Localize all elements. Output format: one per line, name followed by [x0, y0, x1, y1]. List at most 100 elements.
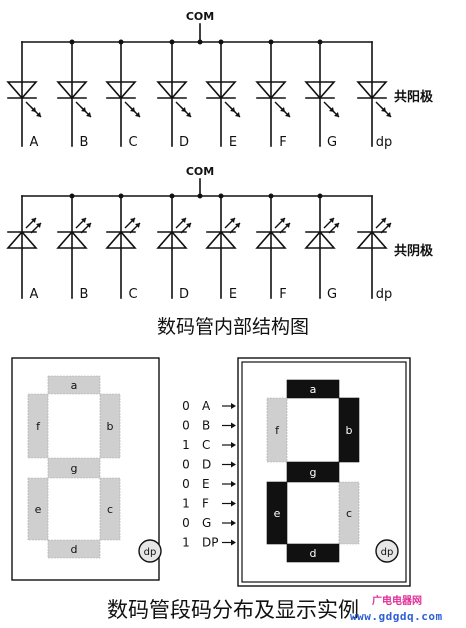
light-arrow-head	[285, 223, 290, 228]
code-arrow-head	[231, 442, 236, 448]
light-arrow-head	[31, 218, 36, 223]
code-arrow-head	[231, 403, 236, 409]
pin-label: G	[327, 287, 337, 302]
code-arrow-head	[231, 461, 236, 468]
segment-c	[338, 481, 360, 545]
code-arrow-head	[231, 520, 236, 526]
light-arrow-head	[181, 218, 186, 223]
segment-f	[27, 393, 49, 459]
circuit-type-label: 共阳极	[394, 89, 434, 105]
code-pin: G	[202, 516, 211, 530]
segment-b	[99, 393, 121, 459]
structure-caption: 数码管内部结构图	[156, 316, 309, 338]
pin-label: B	[80, 287, 89, 302]
dp-label: dp	[381, 547, 394, 558]
code-pin: F	[202, 497, 209, 511]
code-arrow-head	[231, 539, 236, 546]
segment-label-c: c	[346, 507, 352, 520]
light-arrow-head	[280, 218, 285, 223]
pin-label: A	[30, 287, 39, 302]
segment-label-d: d	[310, 547, 317, 560]
light-arrow-head	[334, 112, 339, 117]
light-arrow-head	[36, 223, 41, 228]
pin-label: G	[327, 135, 337, 150]
segment-label-d: d	[71, 543, 78, 556]
segment-label-e: e	[35, 503, 42, 516]
segment-f	[266, 397, 288, 463]
dp-dot	[375, 539, 399, 563]
diode-symbol	[304, 230, 336, 249]
segment-label-f: f	[275, 424, 280, 437]
segment-e	[27, 477, 49, 541]
pin-label: F	[279, 287, 286, 302]
circuit-type-label: 共阴极	[394, 243, 434, 259]
code-bit: 0	[182, 477, 190, 491]
pin-label: A	[30, 135, 39, 150]
segment-b	[338, 397, 360, 463]
diode-symbol	[156, 230, 188, 249]
light-arrow-head	[381, 218, 386, 223]
segment-label-a: a	[310, 383, 317, 396]
segment-label-a: a	[71, 379, 78, 392]
code-pin: B	[202, 419, 210, 433]
segment-a	[286, 379, 340, 399]
code-pin: DP	[202, 536, 218, 550]
light-arrow-head	[235, 112, 240, 117]
code-pin: C	[202, 438, 210, 452]
diode-symbol	[105, 81, 137, 100]
pin-label: F	[279, 135, 286, 150]
pin-label: E	[229, 287, 237, 302]
diode-symbol	[205, 81, 237, 100]
watermark-title: 广电电器网	[372, 596, 422, 607]
pin-label: C	[128, 287, 137, 302]
diode-symbol	[156, 81, 188, 100]
diode-symbol	[56, 81, 88, 100]
light-arrow-head	[329, 218, 334, 223]
code-bit: 0	[182, 458, 190, 472]
pin-label: D	[179, 135, 189, 150]
diode-symbol	[304, 81, 336, 100]
code-bit: 0	[182, 516, 190, 530]
code-bit: 0	[182, 419, 190, 433]
code-arrow-head	[231, 481, 236, 487]
light-arrow-head	[130, 218, 135, 223]
segment-label-b: b	[346, 424, 353, 437]
light-arrow-head	[386, 223, 391, 228]
code-bit: 1	[182, 438, 190, 452]
segment-label-e: e	[274, 507, 281, 520]
diode-symbol	[105, 230, 137, 249]
light-arrow-head	[81, 218, 86, 223]
display-frame	[237, 357, 411, 587]
com-label: COM	[186, 10, 214, 23]
pin-label: C	[128, 135, 137, 150]
light-arrow-head	[135, 112, 140, 117]
code-pin: A	[202, 399, 211, 413]
segment-label-f: f	[36, 420, 41, 433]
light-arrow-head	[334, 223, 339, 228]
light-arrow-head	[235, 223, 240, 228]
code-bit: 0	[182, 399, 190, 413]
diode-symbol	[205, 230, 237, 249]
diode-symbol	[356, 230, 388, 249]
com-label: COM	[186, 165, 214, 178]
diode-symbol	[56, 230, 88, 249]
code-bit: 1	[182, 536, 190, 550]
diode-symbol	[255, 230, 287, 249]
pin-label: E	[229, 135, 237, 150]
segment-e	[266, 481, 288, 545]
segment-label-g: g	[71, 462, 78, 475]
dp-dot	[138, 539, 162, 563]
diode-symbol	[255, 81, 287, 100]
light-arrow-head	[86, 112, 91, 117]
display-frame	[11, 357, 160, 581]
diode-symbol	[356, 81, 388, 100]
display-inner-frame	[241, 361, 407, 583]
dp-label: dp	[144, 547, 157, 558]
diode-symbol	[6, 230, 38, 249]
light-arrow-head	[186, 223, 191, 228]
